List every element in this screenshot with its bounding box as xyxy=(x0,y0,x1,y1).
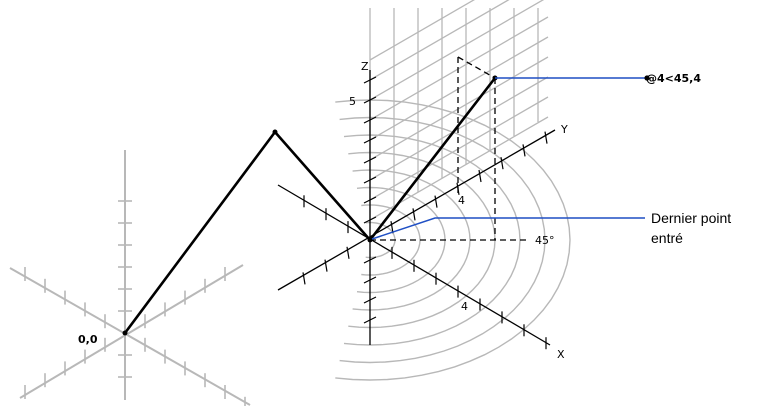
last-point-leader xyxy=(371,217,645,240)
grid-line-slanted xyxy=(369,36,549,141)
z-tick-label: 5 xyxy=(349,95,356,108)
origin-axes xyxy=(9,150,251,406)
z-axis-tick xyxy=(363,96,377,104)
z-axis-tick xyxy=(363,316,377,324)
grid-line-slanted xyxy=(369,0,510,81)
y-axis-tick xyxy=(500,157,504,170)
axis-tick-marks xyxy=(302,76,548,350)
arc-ring xyxy=(339,116,546,364)
y-axis-tick xyxy=(478,169,482,183)
y-axis-tick xyxy=(412,208,416,221)
z-axis-tick xyxy=(363,256,377,264)
z-axis-tick xyxy=(363,156,377,164)
z-axis-tick xyxy=(363,176,377,184)
grid-line-slanted xyxy=(369,16,549,121)
z-axis-tick xyxy=(363,296,377,304)
y-axis-tick xyxy=(324,259,328,272)
x-axis-label: X xyxy=(557,348,565,361)
leader-lines xyxy=(371,75,650,240)
arc-ring xyxy=(335,99,571,381)
origin-label: 0,0 xyxy=(78,333,98,346)
grid-lines xyxy=(369,0,549,221)
grid-line-slanted xyxy=(369,76,549,181)
intermediate-point xyxy=(272,129,278,135)
z-axis-tick xyxy=(363,216,377,224)
grid-line-slanted xyxy=(369,96,549,201)
y-axis-tick xyxy=(346,246,350,259)
construction-lines xyxy=(370,56,528,241)
path-segments xyxy=(123,77,497,334)
ucs-axes xyxy=(277,70,556,350)
y-axis-tick xyxy=(390,221,394,234)
dashed-top-edge xyxy=(457,56,496,79)
origin-diagonal-axis-2 xyxy=(19,264,244,399)
z-axis-tick xyxy=(363,116,377,124)
origin-tick-marks xyxy=(24,200,246,406)
z-axis-tick xyxy=(363,196,377,204)
origin-diagonal-axis-1 xyxy=(9,267,251,406)
vertical-grid-plane xyxy=(369,0,549,221)
x-tick-label: 4 xyxy=(461,300,468,313)
origin-point xyxy=(122,330,128,336)
y-tick-label: 4 xyxy=(458,194,465,207)
y-axis-label: Y xyxy=(560,123,568,136)
grid-line-slanted xyxy=(369,0,475,61)
angle-label: 45° xyxy=(535,234,555,247)
last-point-callout-line2: entré xyxy=(651,230,683,246)
last-point-callout-line1: Dernier point xyxy=(651,210,731,226)
y-axis-tick xyxy=(522,144,526,157)
point-path xyxy=(122,75,498,336)
y-axis-line xyxy=(277,129,556,291)
z-axis-tick xyxy=(363,76,377,84)
z-axis-label: Z xyxy=(361,60,369,73)
z-axis-tick xyxy=(363,276,377,284)
coordinate-label: @4<45,4 xyxy=(646,72,701,85)
z-axis-tick xyxy=(363,136,377,144)
y-axis-tick xyxy=(302,272,306,285)
last-point xyxy=(367,237,373,243)
grid-line-slanted xyxy=(369,0,545,101)
y-axis-tick xyxy=(544,131,548,144)
grid-line-slanted xyxy=(369,56,549,161)
coordinate-leader-dot xyxy=(644,75,650,81)
y-axis-tick xyxy=(434,195,438,208)
